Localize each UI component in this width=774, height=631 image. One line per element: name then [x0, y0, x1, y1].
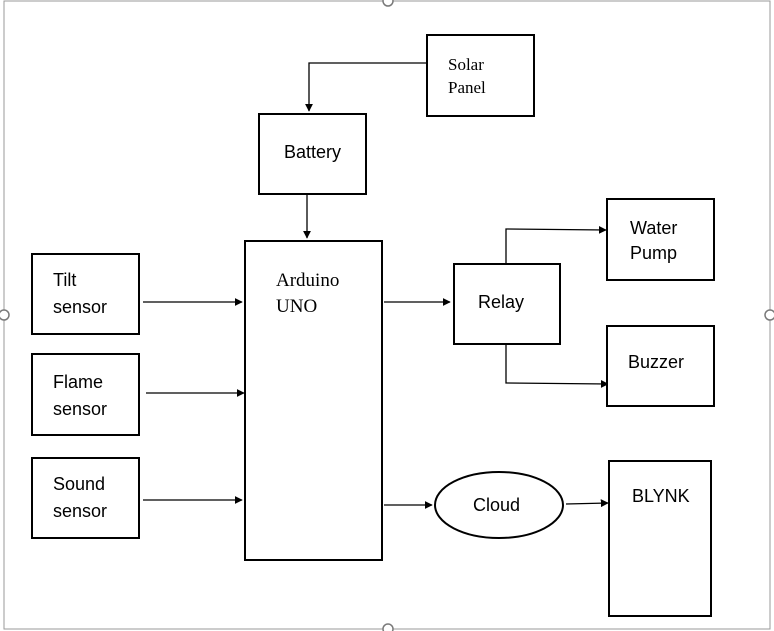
- sound-sensor-label-line2: sensor: [53, 501, 107, 521]
- svg-text:Cloud: Cloud: [473, 495, 520, 515]
- node-water-pump[interactable]: Water Pump: [606, 198, 715, 281]
- blynk-label: BLYNK: [632, 486, 690, 506]
- edge-cloud-to-blynk: [565, 499, 609, 508]
- flame-sensor-label-line2: sensor: [53, 399, 107, 419]
- node-flame-sensor[interactable]: Flame sensor: [31, 353, 140, 436]
- edge-relay-to-water-pump: [505, 225, 607, 263]
- node-blynk[interactable]: BLYNK: [608, 460, 712, 617]
- node-relay[interactable]: Relay: [453, 263, 561, 345]
- buzzer-label: Buzzer: [628, 352, 684, 372]
- svg-text:Flame sensor: Flame sensor: [53, 372, 108, 419]
- flame-sensor-label-line1: Flame: [53, 372, 103, 392]
- node-cloud[interactable]: Cloud: [434, 471, 564, 539]
- node-solar-panel[interactable]: Solar Panel: [426, 34, 535, 117]
- edge-solar-to-battery: [305, 62, 426, 112]
- svg-text:Tilt sensor: Tilt sensor: [53, 270, 107, 317]
- resize-handle-bottom[interactable]: [382, 623, 394, 631]
- svg-text:Arduino UNO: Arduino UNO: [276, 270, 344, 317]
- node-arduino-uno[interactable]: Arduino UNO: [244, 240, 383, 561]
- svg-text:Solar Panel: Solar Panel: [448, 55, 488, 97]
- svg-text:Battery: Battery: [284, 142, 341, 162]
- arduino-label-line2: UNO: [276, 296, 317, 317]
- cloud-label: Cloud: [473, 495, 520, 515]
- tilt-sensor-label-line2: sensor: [53, 297, 107, 317]
- relay-label: Relay: [478, 292, 524, 312]
- svg-text:Sound sensor: Sound sensor: [53, 474, 110, 521]
- svg-text:BLYNK: BLYNK: [632, 486, 690, 506]
- edge-relay-to-buzzer: [505, 345, 609, 388]
- node-buzzer[interactable]: Buzzer: [606, 325, 715, 407]
- svg-text:Water Pump: Water Pump: [630, 218, 682, 263]
- battery-label: Battery: [284, 142, 341, 162]
- resize-handle-left[interactable]: [0, 309, 10, 321]
- solar-panel-label-line2: Panel: [448, 78, 486, 97]
- resize-handle-right[interactable]: [764, 309, 774, 321]
- solar-panel-label-line1: Solar: [448, 55, 484, 74]
- svg-text:Relay: Relay: [478, 292, 524, 312]
- node-sound-sensor[interactable]: Sound sensor: [31, 457, 140, 539]
- water-pump-label-line1: Water: [630, 218, 677, 238]
- sound-sensor-label-line1: Sound: [53, 474, 105, 494]
- node-tilt-sensor[interactable]: Tilt sensor: [31, 253, 140, 335]
- svg-text:Buzzer: Buzzer: [628, 352, 684, 372]
- node-battery[interactable]: Battery: [258, 113, 367, 195]
- water-pump-label-line2: Pump: [630, 243, 677, 263]
- resize-handle-top[interactable]: [382, 0, 394, 7]
- tilt-sensor-label-line1: Tilt: [53, 270, 76, 290]
- arduino-label-line1: Arduino: [276, 270, 339, 291]
